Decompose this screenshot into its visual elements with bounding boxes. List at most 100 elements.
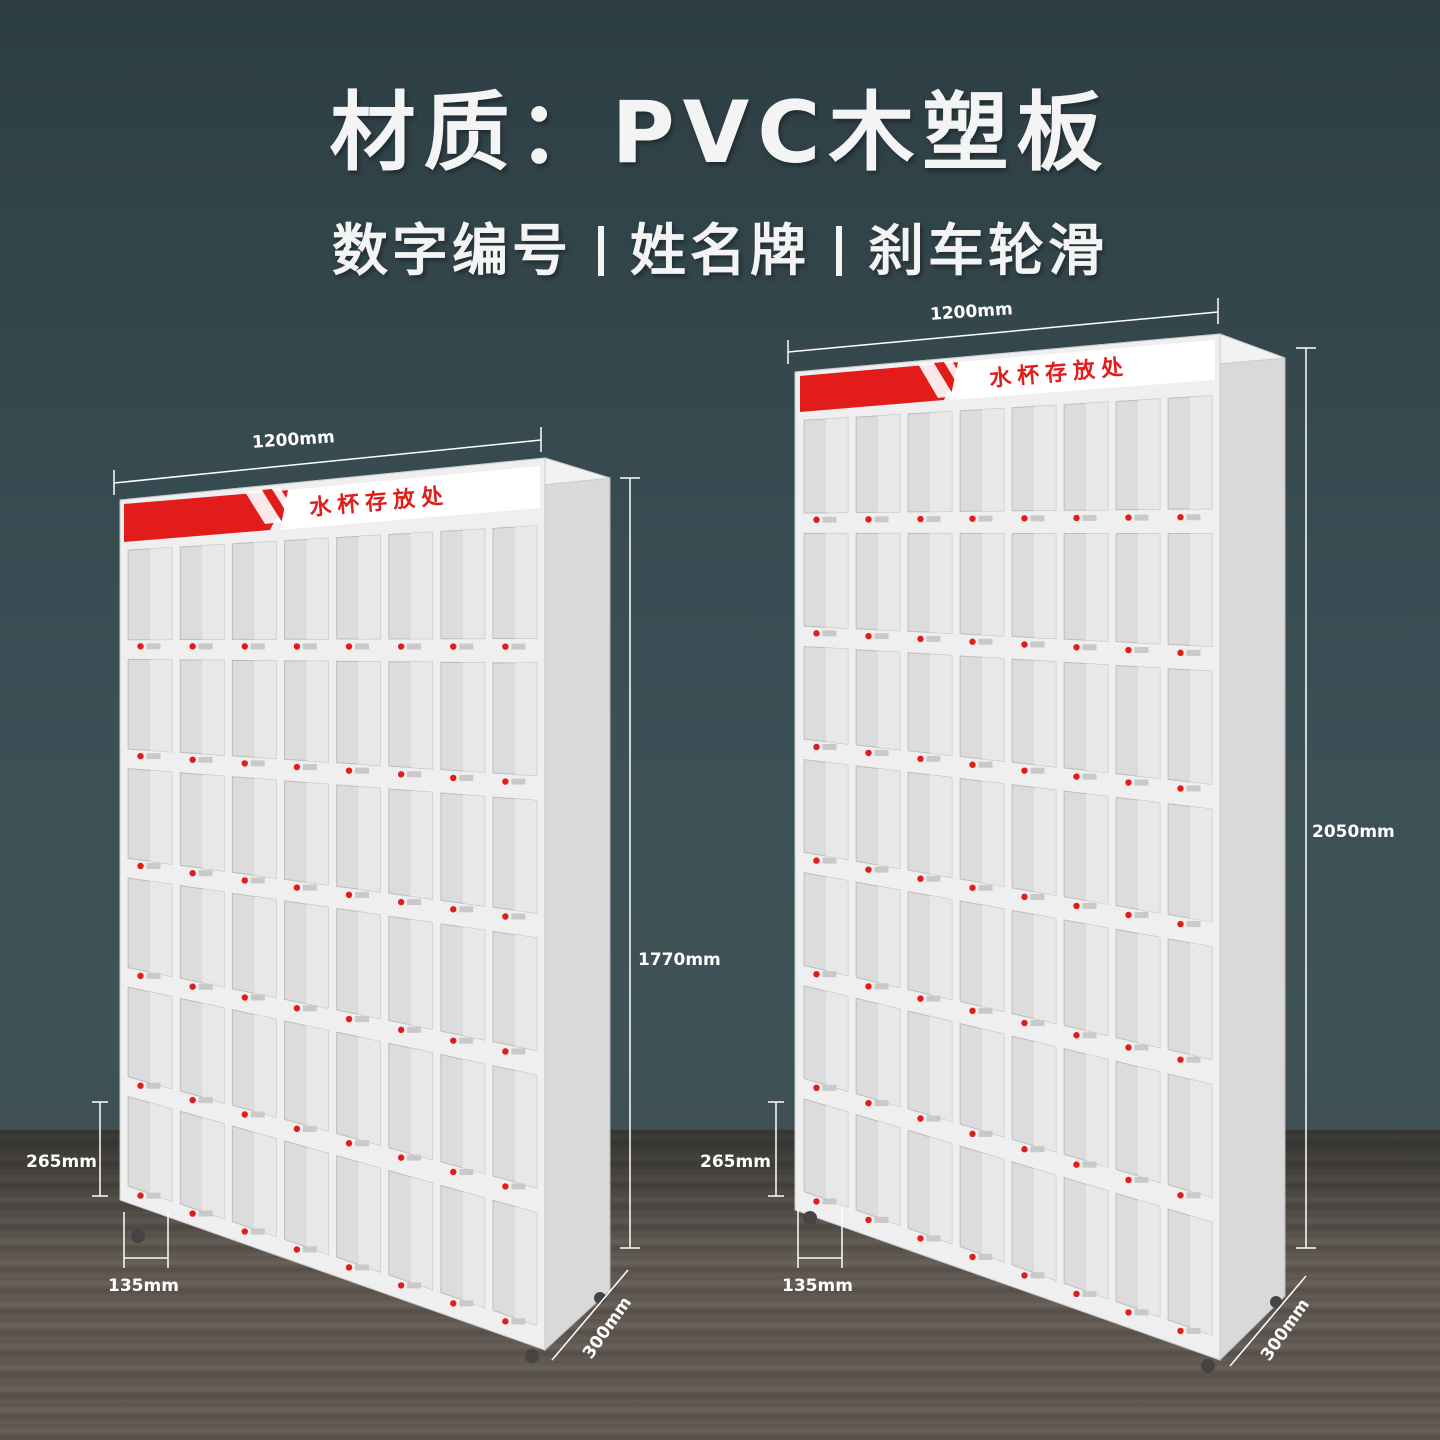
left-cell-width-label: 135mm	[108, 1276, 179, 1296]
name-plate	[355, 891, 370, 898]
number-dot	[345, 1015, 353, 1023]
number-dot	[293, 643, 301, 650]
right-cell-width-label: 135mm	[782, 1276, 853, 1296]
cubby-back	[1086, 663, 1108, 773]
caster-wheel	[594, 1292, 606, 1304]
cubby-back	[410, 661, 433, 769]
cubby-back	[410, 1176, 433, 1290]
cubby-back	[202, 544, 225, 640]
name-plate	[1082, 1161, 1097, 1168]
cubby-back	[982, 1152, 1004, 1262]
number-dot	[1125, 646, 1132, 654]
number-dot	[813, 630, 820, 637]
cubby-back	[826, 417, 848, 513]
name-plate	[459, 1037, 474, 1044]
number-dot	[1073, 644, 1080, 651]
cubby-back	[878, 768, 900, 869]
cubby-back	[1086, 923, 1108, 1036]
name-plate	[302, 1246, 317, 1253]
number-dot	[189, 756, 196, 763]
number-dot	[450, 643, 457, 650]
number-dot	[1125, 1044, 1132, 1051]
number-dot	[917, 995, 924, 1002]
right-cell-height-label: 265mm	[700, 1152, 771, 1172]
number-dot	[189, 643, 196, 650]
name-plate	[822, 630, 837, 637]
name-plate	[355, 643, 370, 650]
cubby-back	[150, 547, 172, 640]
name-plate	[198, 643, 213, 650]
name-plate	[407, 1282, 422, 1289]
name-plate	[302, 764, 317, 771]
cubby-back	[982, 905, 1004, 1012]
name-plate	[926, 995, 941, 1002]
name-plate	[459, 643, 474, 650]
feature-line: 数字编号姓名牌刹车轮滑	[0, 206, 1440, 287]
number-dot	[813, 1084, 820, 1091]
number-dot	[241, 760, 248, 767]
cubby-back	[1086, 1184, 1108, 1299]
caster-wheel	[803, 1211, 817, 1225]
cubby-back	[1190, 1215, 1212, 1336]
number-dot	[345, 1140, 353, 1147]
cubby-back	[1190, 533, 1212, 647]
name-plate	[1082, 902, 1097, 909]
cubby-back	[202, 1003, 225, 1103]
number-dot	[397, 643, 405, 650]
name-plate	[978, 884, 993, 891]
name-plate	[822, 516, 837, 523]
name-plate	[250, 1111, 265, 1118]
name-plate	[250, 994, 265, 1001]
name-plate	[459, 906, 474, 913]
name-plate	[1186, 921, 1201, 928]
name-plate	[1134, 779, 1149, 786]
number-dot	[813, 743, 820, 751]
name-plate	[146, 972, 161, 979]
name-plate	[250, 643, 265, 650]
number-dot	[917, 635, 924, 643]
cubby-back	[1086, 533, 1108, 642]
name-plate	[407, 643, 422, 650]
name-plate	[1186, 1192, 1201, 1199]
name-plate	[1082, 644, 1097, 651]
number-dot	[1177, 785, 1184, 792]
number-dot	[1177, 1056, 1184, 1063]
cubby-back	[410, 531, 433, 639]
cubby-back	[1190, 806, 1212, 922]
name-plate	[926, 635, 941, 642]
name-plate	[459, 1169, 474, 1176]
cubby-back	[358, 535, 381, 639]
cubby-back	[1086, 402, 1108, 511]
name-plate	[926, 755, 941, 762]
number-dot	[1177, 649, 1184, 657]
cubby-back	[202, 888, 225, 988]
number-dot	[1073, 514, 1080, 522]
cubby-back	[150, 659, 172, 752]
separator	[598, 226, 604, 276]
name-plate	[822, 971, 837, 978]
cubby-back	[1190, 395, 1212, 509]
cubby-back	[1086, 793, 1108, 905]
cubby-back	[826, 762, 848, 860]
number-dot	[1021, 1146, 1028, 1153]
cubby-back	[930, 654, 952, 756]
number-dot	[450, 1300, 457, 1307]
cubby-grid	[803, 395, 1213, 1336]
name-plate	[978, 761, 993, 768]
name-plate	[198, 870, 213, 877]
number-dot	[1073, 1161, 1080, 1168]
cubby-back	[358, 911, 381, 1019]
name-plate	[874, 983, 889, 990]
cubby-back	[306, 782, 329, 886]
caster-wheel	[525, 1349, 539, 1363]
cubby-back	[462, 528, 485, 639]
cubby-back	[150, 770, 172, 865]
name-plate	[198, 756, 213, 763]
number-dot	[189, 870, 196, 877]
cubby-back	[982, 533, 1004, 637]
cubby-back	[1034, 787, 1056, 896]
cubby-back	[826, 1105, 848, 1208]
number-dot	[241, 877, 248, 884]
cubby-back	[1034, 660, 1056, 768]
